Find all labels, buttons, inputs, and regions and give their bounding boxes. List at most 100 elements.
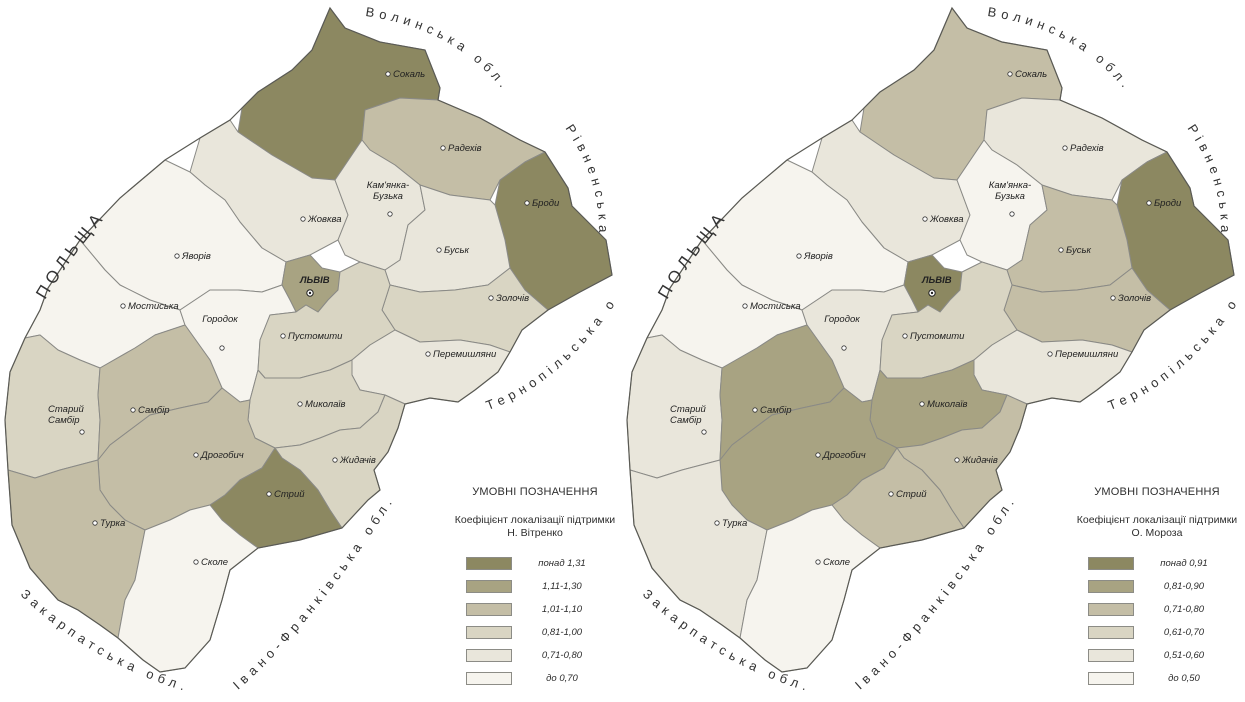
city-marker-icon [297, 401, 303, 407]
city-busk: Буськ [436, 245, 469, 256]
city-sambir: Самбір [752, 405, 792, 416]
city-brody: Броди [524, 198, 560, 209]
city-brody: Броди [1146, 198, 1182, 209]
city-pustomyty: Пустомити [902, 331, 965, 342]
city-label: Кам'янка-Бузька [989, 180, 1031, 202]
legend-item: понад 1,31 [450, 552, 620, 575]
city-marker-icon [280, 333, 286, 339]
city-marker-icon [815, 559, 821, 565]
city-mostyska: Мостиська [742, 301, 801, 312]
city-zhovkva: Жовква [300, 214, 341, 225]
city-label: Мостиська [750, 301, 801, 312]
city-zolochiv: Золочів [1110, 293, 1151, 304]
city-marker-icon [1110, 295, 1116, 301]
city-yavoriv: Яворів [796, 251, 833, 262]
city-marker-icon [1047, 351, 1053, 357]
city-label: Кам'янка-Бузька [367, 180, 409, 202]
legend-swatch [466, 603, 512, 616]
region-outline [626, 6, 1235, 673]
city-marker-icon [1058, 247, 1064, 253]
legend-label: 0,81-1,00 [541, 627, 583, 638]
city-mostyska: Мостиська [120, 301, 179, 312]
city-label: Броди [1154, 198, 1182, 209]
city-marker-icon [815, 452, 821, 458]
city-marker-icon [1146, 200, 1152, 206]
legend-subtitle: Коефіцієнт локалізації підтримки О. Моро… [1076, 514, 1238, 539]
legend-label: понад 1,31 [538, 558, 586, 569]
city-yavoriv: Яворів [174, 251, 211, 262]
city-label: Радехів [1070, 143, 1104, 154]
legend-swatch [1088, 580, 1134, 593]
city-marker-icon [436, 247, 442, 253]
city-marker-icon [130, 407, 136, 413]
city-label: Мостиська [128, 301, 179, 312]
city-label: ЛЬВІВ [921, 275, 952, 286]
city-marker-icon [120, 303, 126, 309]
city-turka: Турка [92, 518, 125, 529]
city-label: Буськ [444, 245, 469, 256]
city-marker-icon [742, 303, 748, 309]
city-marker-icon [385, 71, 391, 77]
legend-swatch [1088, 557, 1134, 570]
legend-label: 0,71-0,80 [541, 650, 583, 661]
city-peremyshliany: Перемишляни [1047, 349, 1119, 360]
city-label: Турка [100, 518, 125, 529]
legend-swatch [466, 626, 512, 639]
city-busk: Буськ [1058, 245, 1091, 256]
city-label: Самбір [760, 405, 792, 416]
map-legend: УМОВНІ ПОЗНАЧЕННЯ Коефіцієнт локалізації … [1072, 486, 1242, 690]
city-marker-icon [440, 145, 446, 151]
city-mykolaiv: Миколаїв [297, 399, 346, 410]
legend-swatch [1088, 603, 1134, 616]
region-outline [4, 6, 613, 673]
city-label: Миколаїв [305, 399, 346, 410]
legend-item: 0,51-0,60 [1072, 644, 1242, 667]
legend-swatch [1088, 672, 1134, 685]
city-label: Перемишляни [1055, 349, 1119, 360]
city-marker-icon [888, 491, 894, 497]
legend-item: до 0,50 [1072, 667, 1242, 690]
city-marker-icon [524, 200, 530, 206]
city-label: Дрогобич [822, 450, 866, 461]
legend-swatch [466, 672, 512, 685]
city-marker-icon [300, 216, 306, 222]
legend-item: 1,11-1,30 [450, 575, 620, 598]
legend-label: 0,51-0,60 [1163, 650, 1205, 661]
city-zolochiv: Золочів [488, 293, 529, 304]
city-marker-icon [796, 253, 802, 259]
city-kamianka-buzka: Кам'янка-Бузька [989, 180, 1031, 217]
city-lviv: ЛЬВІВ [299, 275, 330, 297]
city-label: Пустомити [288, 331, 343, 342]
city-marker-icon [174, 253, 180, 259]
city-label: Сколе [201, 557, 228, 568]
city-label: Яворів [803, 251, 833, 262]
city-peremyshliany: Перемишляни [425, 349, 497, 360]
legend-title: УМОВНІ ПОЗНАЧЕННЯ [1094, 486, 1220, 498]
city-marker-icon [1009, 211, 1015, 217]
city-lviv: ЛЬВІВ [921, 275, 952, 297]
city-skole: Сколе [193, 557, 228, 568]
city-label: Самбір [138, 405, 170, 416]
legend-swatch [466, 580, 512, 593]
city-sambir: Самбір [130, 405, 170, 416]
city-pustomyty: Пустомити [280, 331, 343, 342]
city-marker-icon [922, 216, 928, 222]
legend-item: 1,01-1,10 [450, 598, 620, 621]
city-label: Перемишляни [433, 349, 497, 360]
city-label: Буськ [1066, 245, 1091, 256]
legend-item: 0,71-0,80 [450, 644, 620, 667]
city-stryi: Стрий [888, 489, 927, 500]
city-label: ЛЬВІВ [299, 275, 330, 286]
city-marker-icon [193, 452, 199, 458]
city-drohobych: Дрогобич [815, 450, 866, 461]
city-zhydachiv: Жидачів [954, 455, 998, 466]
city-label: Жовква [307, 214, 341, 225]
city-label: Городок [824, 314, 860, 325]
city-marker-icon [954, 457, 960, 463]
city-stryi: Стрий [266, 489, 305, 500]
